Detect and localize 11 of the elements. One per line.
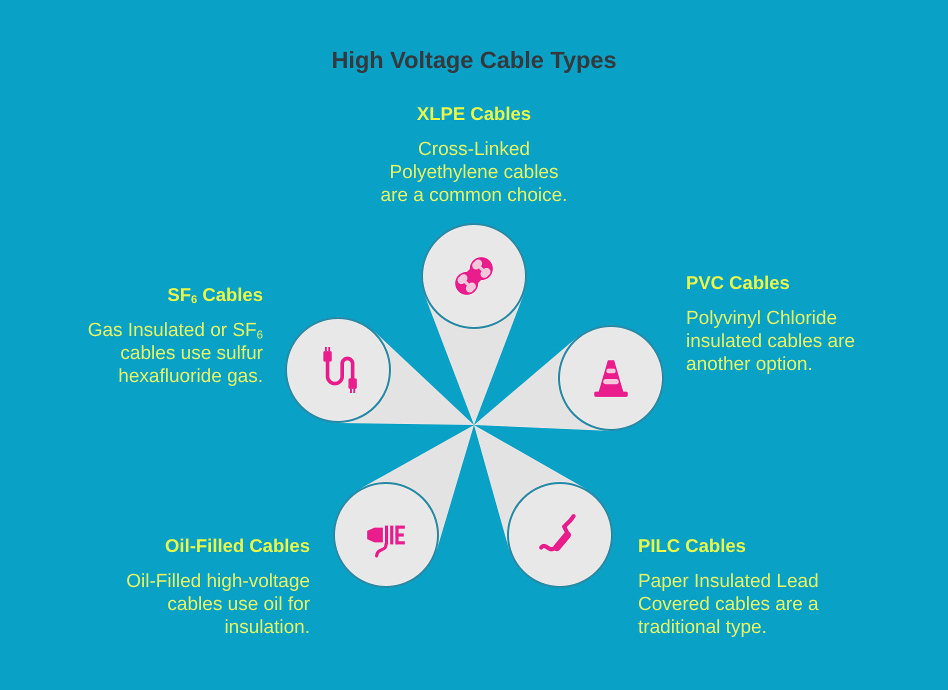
cable-type-description: Cross-Linked Polyethylene cables are a common choice. bbox=[380, 138, 568, 207]
cable-type-heading: SF$_{6}$ Cables bbox=[167, 284, 263, 306]
cable-type-heading: PILC Cables bbox=[638, 535, 746, 557]
cable-type-description: Gas Insulated or SF$_{6}$ cables use sulfur hexafluoride gas. bbox=[86, 319, 263, 388]
cable-type-description: Polyvinyl Chloride insulated cables are another option. bbox=[686, 307, 856, 376]
cable-type-heading: Oil-Filled Cables bbox=[165, 535, 310, 557]
diagram-title: High Voltage Cable Types bbox=[331, 47, 617, 74]
cable-type-description: Paper Insulated Lead Covered cables are a traditional type. bbox=[638, 570, 820, 639]
cable-type-heading: PVC Cables bbox=[686, 272, 790, 294]
cable-type-description: Oil-Filled high-voltage cables use oil for insulation. bbox=[125, 570, 310, 639]
cable-type-heading: XLPE Cables bbox=[416, 103, 532, 125]
